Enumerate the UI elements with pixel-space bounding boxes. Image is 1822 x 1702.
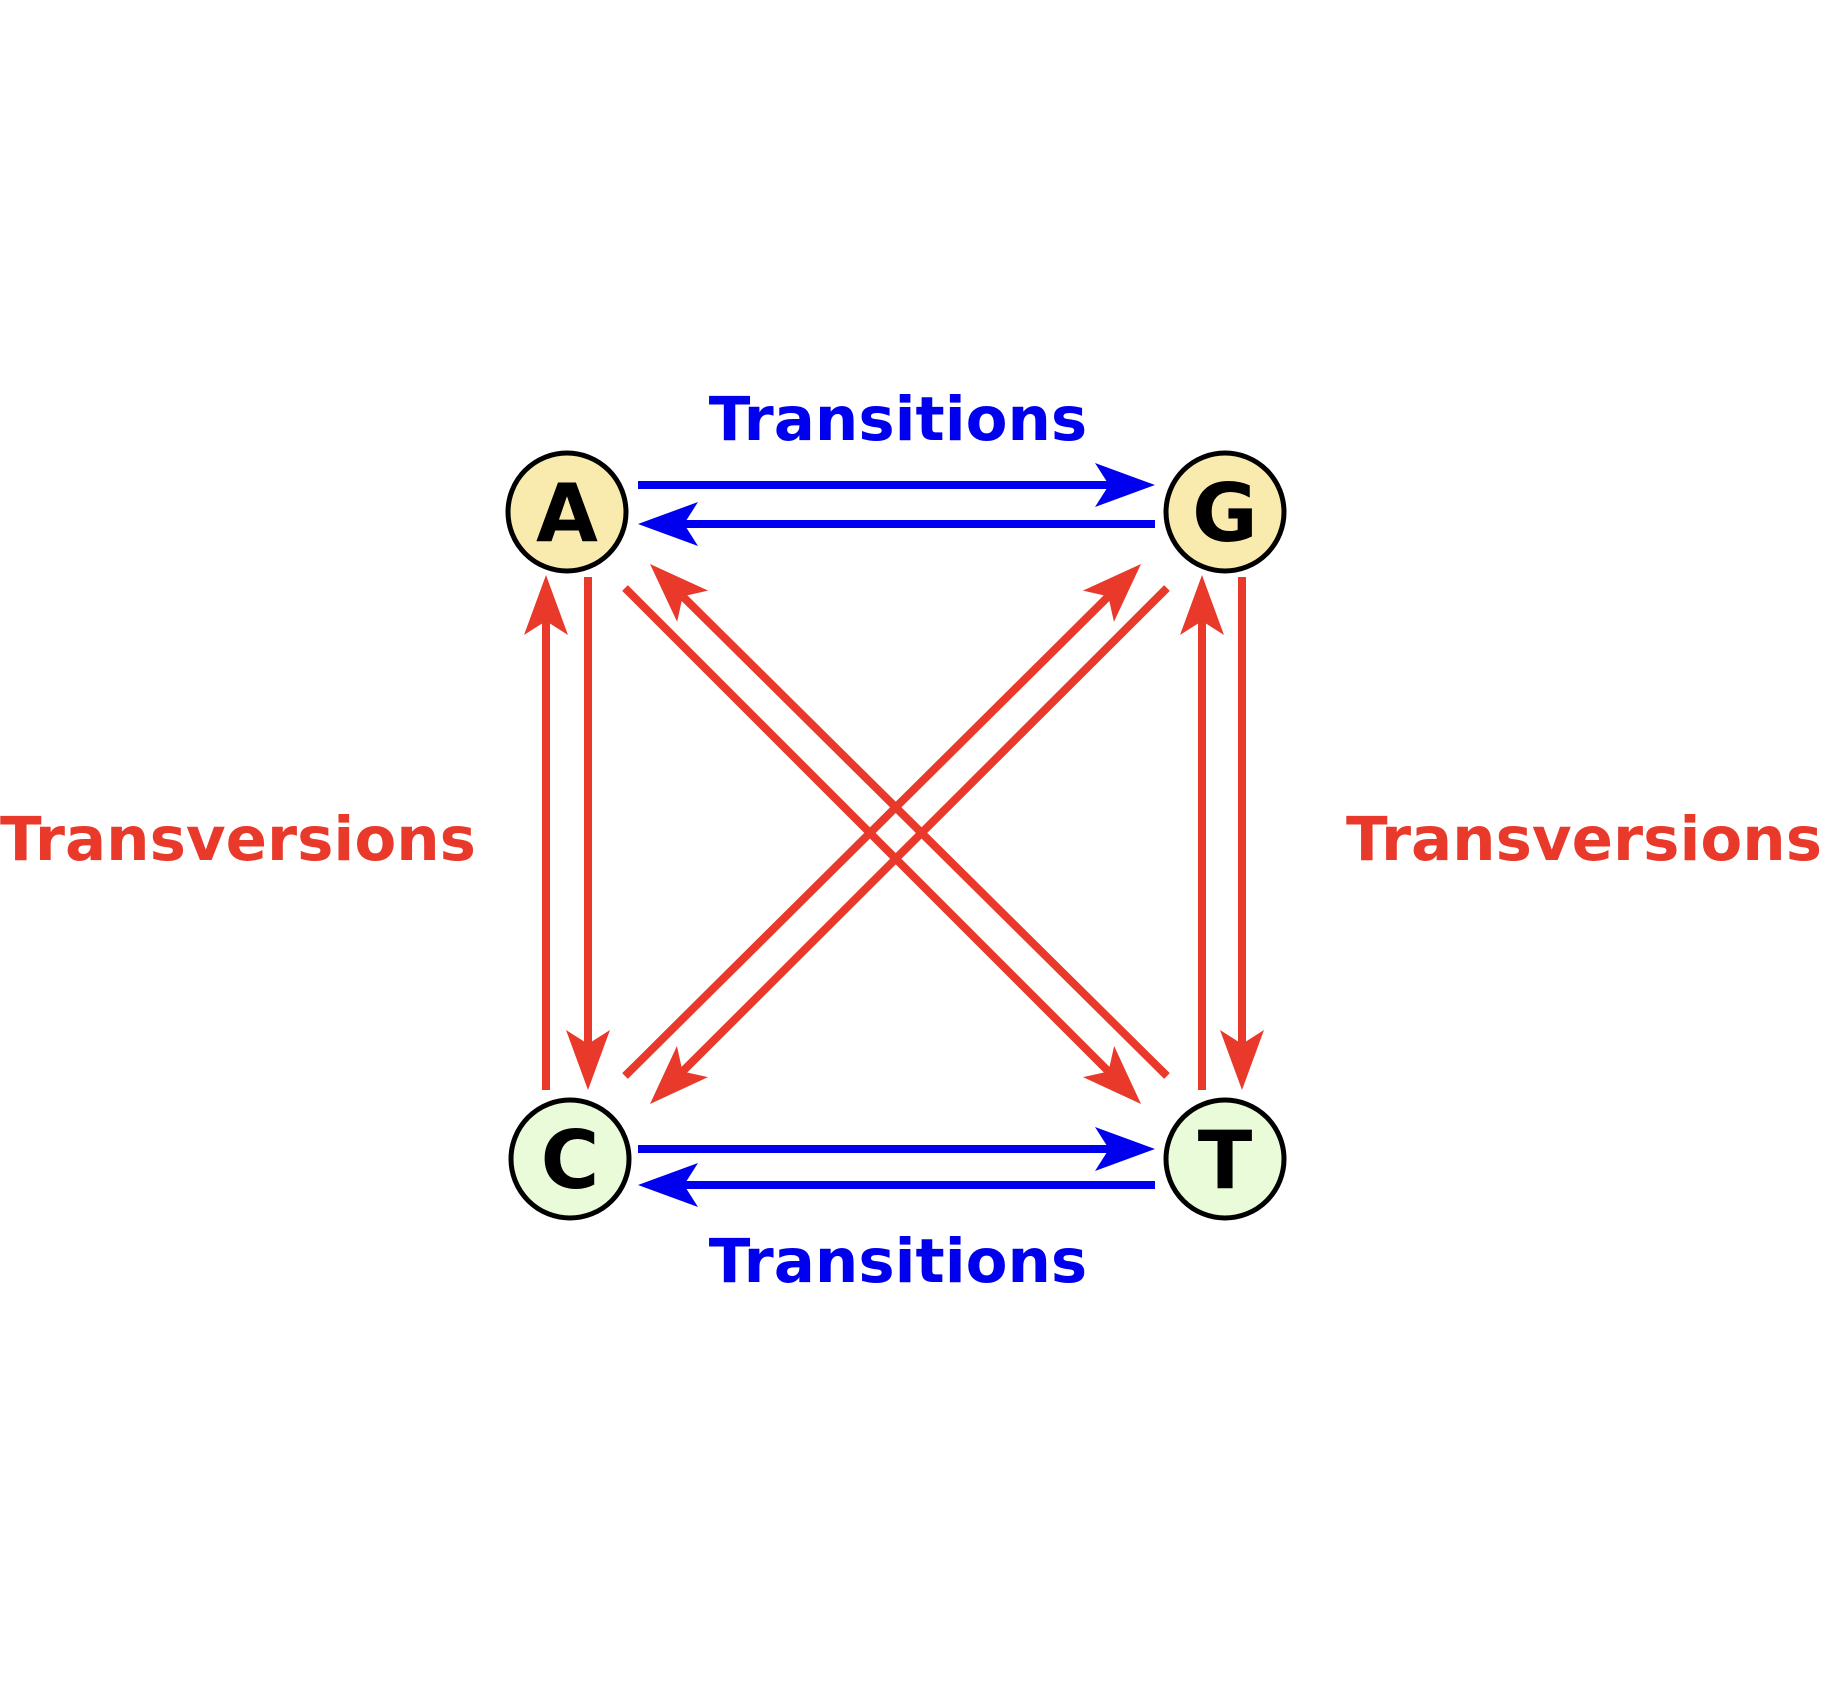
arrow-T-to-C-transition: [638, 1163, 1155, 1207]
arrow-G-to-A-transition: [638, 502, 1155, 546]
arrow-head: [1095, 463, 1155, 507]
node-T: T: [1163, 1097, 1287, 1221]
arrow-T-to-A-transversion: [650, 564, 1170, 1079]
transversions-label-right: Transversions: [1346, 804, 1822, 875]
arrow-C-to-T-transition: [638, 1127, 1155, 1171]
arrow-head: [1180, 575, 1224, 635]
arrow-G-to-T-transversion: [1220, 577, 1264, 1090]
transversions-label-left: Transversions: [0, 804, 476, 875]
node-circle: [1163, 1097, 1287, 1221]
node-label: G: [1192, 467, 1258, 560]
node-circle: [1163, 450, 1287, 574]
arrow-A-to-T-transversion: [622, 585, 1141, 1104]
node-label: T: [1198, 1114, 1253, 1207]
arrow-C-to-A-transversion: [524, 575, 568, 1090]
arrow-T-to-G-transversion: [1180, 575, 1224, 1090]
arrow-head: [1220, 1030, 1264, 1090]
node-G: G: [1163, 450, 1287, 574]
node-circle: [508, 1097, 632, 1221]
arrow-head: [638, 502, 698, 546]
arrow-head: [1083, 1046, 1141, 1104]
arrow-head: [650, 1046, 709, 1104]
arrow-G-to-C-transversion: [650, 585, 1170, 1104]
node-A: A: [505, 450, 629, 574]
node-label: A: [536, 467, 598, 560]
arrow-shaft: [679, 593, 1170, 1079]
arrow-C-to-G-transversion: [622, 564, 1141, 1079]
arrow-shaft: [679, 585, 1170, 1075]
node-label: C: [541, 1114, 600, 1207]
nodes: A G C T: [505, 450, 1287, 1221]
arrow-A-to-G-transition: [638, 463, 1155, 507]
arrow-head: [1095, 1127, 1155, 1171]
transitions-label-bottom: Transitions: [709, 1226, 1088, 1297]
arrow-shaft: [622, 585, 1112, 1075]
arrow-head: [566, 1030, 610, 1090]
node-C: C: [508, 1097, 632, 1221]
node-circle: [505, 450, 629, 574]
arrow-head: [650, 564, 709, 622]
transitions-label-top: Transitions: [709, 384, 1088, 455]
arrow-head: [1082, 564, 1141, 622]
edges: [524, 463, 1264, 1207]
arrow-shaft: [622, 593, 1112, 1079]
arrow-head: [524, 575, 568, 635]
arrow-head: [638, 1163, 698, 1207]
arrow-A-to-C-transversion: [566, 577, 610, 1090]
